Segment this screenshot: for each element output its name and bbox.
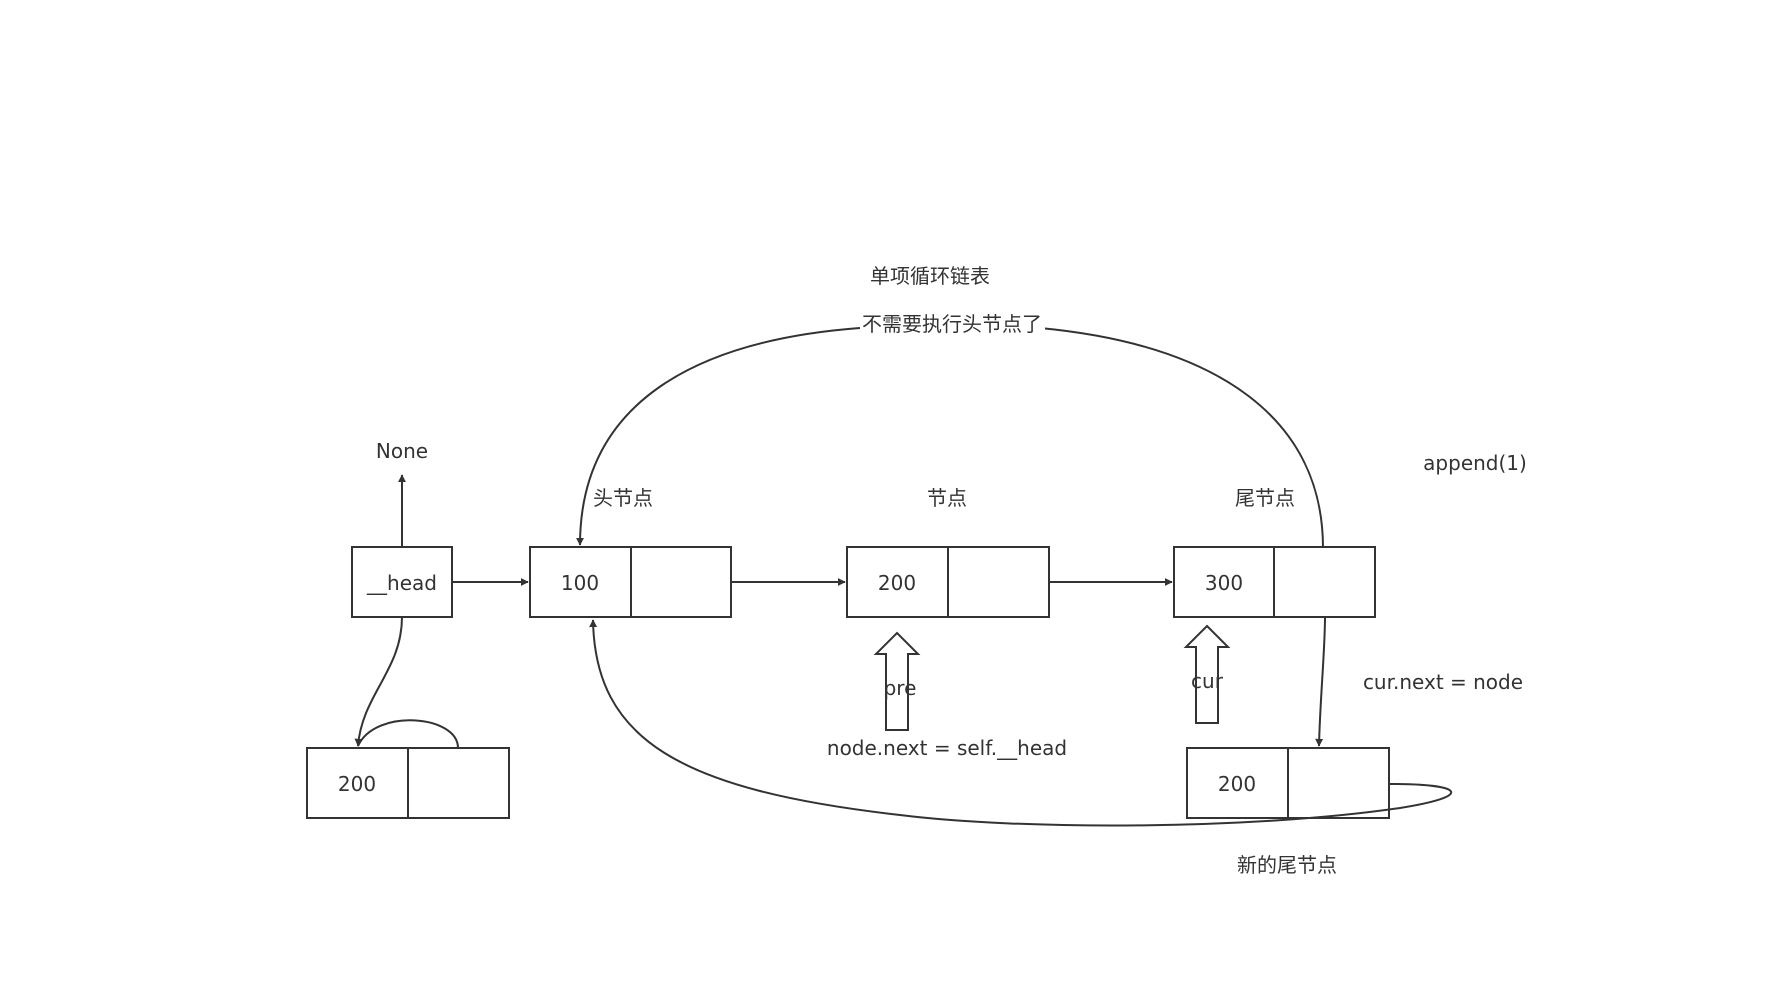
loop-label: 不需要执行头节点了 (862, 312, 1042, 336)
loop-arrow-tail-to-head (576, 327, 1324, 549)
new-tail-node-label: 新的尾节点 (1237, 853, 1337, 877)
none-label: None (376, 439, 428, 463)
self-loop-node (306, 747, 510, 819)
middle-node-label: 节点 (927, 486, 967, 510)
node-next-statement: node.next = self.__head (827, 736, 1067, 760)
head-node (529, 546, 732, 618)
operation-label: append(1) (1423, 451, 1527, 475)
head-node-value: 100 (561, 571, 599, 595)
loop-label-bg (860, 312, 1045, 340)
cur-next-statement: cur.next = node (1363, 670, 1523, 694)
new-tail-node-value: 200 (1218, 772, 1256, 796)
head-to-new-node-arrow (354, 616, 403, 747)
pre-pointer-label: pre (884, 676, 917, 700)
tail-node-value: 300 (1205, 571, 1243, 595)
middle-node (846, 546, 1050, 618)
tail-to-new-node-arrow (1315, 616, 1326, 747)
diagram-title: 单项循环链表 (870, 264, 990, 288)
head-name: __head (366, 571, 437, 595)
middle-node-value: 200 (878, 571, 916, 595)
self-loop-node-value: 200 (338, 772, 376, 796)
head-node-label: 头节点 (593, 486, 653, 510)
pre-pointer-arrow (873, 631, 921, 731)
tail-node (1173, 546, 1376, 618)
self-loop-arrow (357, 719, 459, 749)
cur-pointer-label: cur (1191, 669, 1224, 693)
cur-pointer-arrow (1183, 624, 1231, 724)
new-node-to-head-arrow (589, 619, 1453, 827)
tail-node-label: 尾节点 (1235, 486, 1295, 510)
head-box (351, 546, 453, 618)
